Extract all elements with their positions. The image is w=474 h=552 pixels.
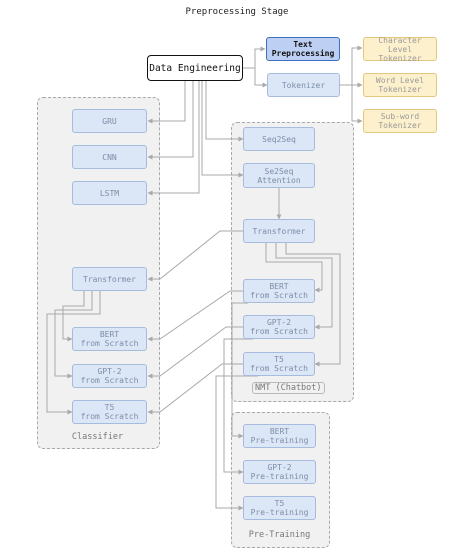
group-label-classifier: Classifier xyxy=(71,432,124,442)
group-label-nmt: NMT (Chatbot) xyxy=(252,382,325,394)
edge-cls-transformer-bert xyxy=(62,291,85,342)
cls-transformer-node[interactable]: Transformer xyxy=(72,267,147,291)
diagram-title: Preprocessing Stage xyxy=(185,7,289,17)
nmt-bert-node[interactable]: BERT from Scratch xyxy=(243,279,315,303)
edge-de-seq2seq-attn xyxy=(201,81,244,178)
edge-nmt-transformer-cls-transformer xyxy=(147,230,243,282)
edge-cls-transformer-gpt2 xyxy=(54,291,93,379)
cls-cnn-node[interactable]: CNN xyxy=(72,145,147,169)
word-tokenizer-node[interactable]: Word Level Tokenizer xyxy=(363,73,437,97)
edge-nmt-transformer-t5 xyxy=(285,243,341,367)
nmt-t5-node[interactable]: T5 from Scratch xyxy=(243,352,315,376)
subword-tokenizer-node[interactable]: Sub-word Tokenizer xyxy=(363,109,437,133)
edge-nmt-transformer-gpt2 xyxy=(275,243,333,330)
edge-de-textpre xyxy=(243,46,266,69)
cls-gru-node[interactable]: GRU xyxy=(72,109,147,133)
nmt-gpt2-node[interactable]: GPT-2 from Scratch xyxy=(243,315,315,339)
edge-de-tokenizer xyxy=(243,67,268,88)
tokenizer-node[interactable]: Tokenizer xyxy=(267,73,340,97)
text-preprocessing-node[interactable]: Text Preprocessing xyxy=(266,37,340,61)
edge-nmt-t5-pt-t5 xyxy=(215,375,258,511)
edge-nmt-gpt2-pt-gpt2 xyxy=(223,338,253,475)
cls-lstm-node[interactable]: LSTM xyxy=(72,181,147,205)
edge-de-cnn xyxy=(147,81,194,160)
edge-nmt-bert-pt-bert xyxy=(231,302,248,439)
edge-de-seq2seq xyxy=(205,81,244,142)
edge-nmt-t5-cls-t5 xyxy=(147,363,243,415)
data-engineering-node[interactable]: Data Engineering xyxy=(147,55,243,81)
char-tokenizer-node[interactable]: Character Level Tokenizer xyxy=(363,36,437,63)
edge-tok-subword xyxy=(340,84,363,124)
edge-de-gru xyxy=(147,81,186,124)
edge-nmt-transformer-bert xyxy=(265,243,323,293)
edge-nmt-bert-cls-bert xyxy=(147,290,243,342)
pt-t5-node[interactable]: T5 Pre-training xyxy=(243,496,316,520)
cls-t5-node[interactable]: T5 from Scratch xyxy=(72,400,147,424)
pt-bert-node[interactable]: BERT Pre-training xyxy=(243,424,316,448)
edge-de-lstm xyxy=(147,81,200,196)
cls-gpt2-node[interactable]: GPT-2 from Scratch xyxy=(72,364,147,388)
edge-tok-char xyxy=(340,45,363,86)
cls-bert-node[interactable]: BERT from Scratch xyxy=(72,327,147,351)
nmt-transformer-node[interactable]: Transformer xyxy=(243,219,315,243)
edge-nmt-gpt2-cls-gpt2 xyxy=(147,326,243,379)
group-label-pretraining: Pre-Training xyxy=(248,530,311,540)
nmt-seq2seq-node[interactable]: Seq2Seq xyxy=(243,127,315,151)
pt-gpt2-node[interactable]: GPT-2 Pre-training xyxy=(243,460,316,484)
edge-cls-transformer-t5 xyxy=(46,291,101,415)
nmt-seq2seq-attention-node[interactable]: Se2Seq Attention xyxy=(243,163,315,188)
